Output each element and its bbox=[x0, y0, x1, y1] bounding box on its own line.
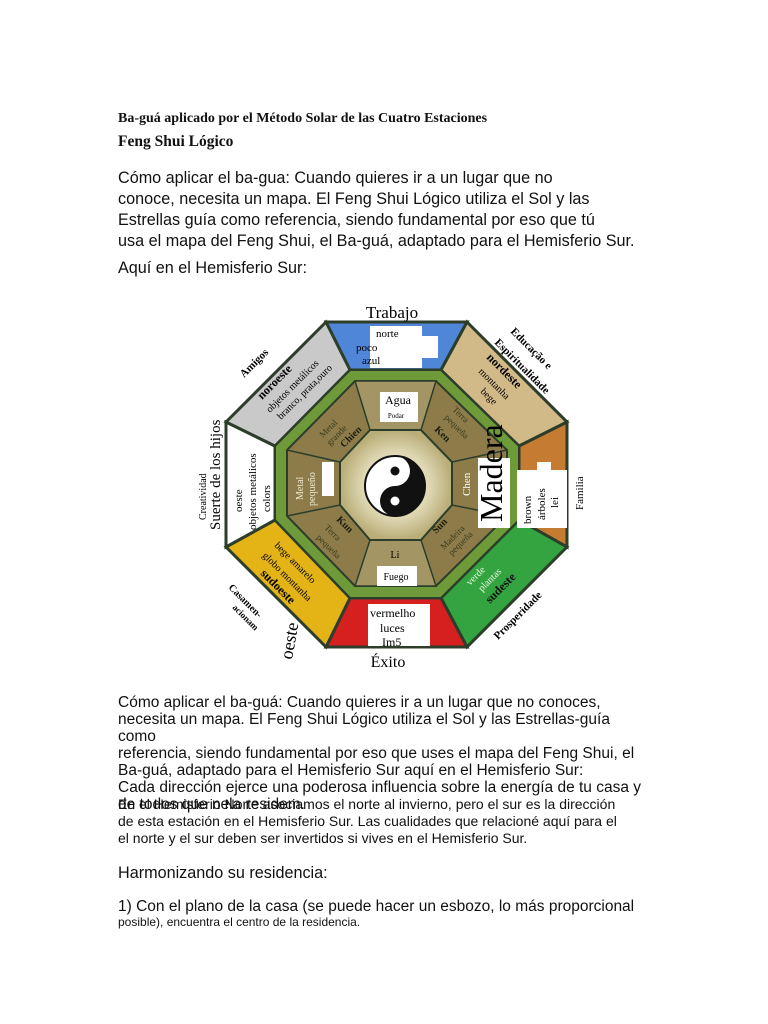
para-line: Cómo aplicar el ba-guá: Cuando quieres i… bbox=[118, 694, 601, 711]
label-exito: Éxito bbox=[371, 652, 406, 671]
svg-text:Li: Li bbox=[391, 550, 400, 561]
svg-text:Im5: Im5 bbox=[382, 635, 401, 649]
step-one-line: 1) Con el plano de la casa (se puede hac… bbox=[118, 898, 635, 915]
svg-text:azul: azul bbox=[362, 355, 380, 367]
yin-yang-icon bbox=[364, 455, 426, 517]
harmonizando-heading: Harmonizando su residencia: bbox=[118, 864, 328, 882]
label-fuego: Fuego bbox=[384, 572, 409, 583]
svg-text:norte: norte bbox=[376, 328, 399, 340]
southern-hemisphere-heading: Aquí en el Hemisferio Sur: bbox=[118, 259, 307, 277]
para-line: Cada dirección ejerce una poderosa influ… bbox=[118, 779, 642, 796]
svg-text:brown: brown bbox=[522, 495, 534, 524]
svg-text:Podar: Podar bbox=[388, 412, 405, 420]
svg-text:oeste: oeste bbox=[276, 621, 302, 661]
bagua-diagram: Trabajo Éxito norte poco azul vermelho l… bbox=[198, 303, 586, 671]
svg-text:árboles: árboles bbox=[536, 488, 548, 520]
south-label-box bbox=[368, 604, 430, 646]
intro-line: Cómo aplicar el ba-gua: Cuando quieres i… bbox=[118, 169, 553, 187]
label-suerte: Suerte de los hijos bbox=[208, 419, 224, 530]
east-label-box bbox=[517, 470, 567, 528]
para-line: Ba-guá, adaptado para el Hemisferio Sur … bbox=[118, 762, 584, 779]
intro-paragraph: Cómo aplicar el ba-gua: Cuando quieres i… bbox=[118, 168, 644, 252]
svg-text:lei: lei bbox=[549, 497, 561, 508]
para-line: referencia, siendo fundamental por eso q… bbox=[118, 745, 635, 762]
svg-text:pequeño: pequeño bbox=[307, 472, 318, 506]
para-line: el norte y el sur deben ser invertidos s… bbox=[118, 830, 528, 846]
paragraph-three: En el Hemisferio Norte asociamos el nort… bbox=[118, 796, 658, 847]
svg-text:Chen: Chen bbox=[461, 472, 473, 496]
label-trabajo: Trabajo bbox=[366, 303, 418, 322]
label-familia: Familia bbox=[574, 476, 586, 510]
svg-text:colors: colors bbox=[261, 485, 273, 512]
para-line: necesita un mapa. El Feng Shui Lógico ut… bbox=[118, 711, 610, 745]
document-subtitle: Feng Shui Lógico bbox=[118, 133, 234, 150]
para-line: de todos que nela residem. bbox=[118, 796, 305, 813]
label-agua: Agua bbox=[385, 393, 412, 407]
svg-text:Metal: Metal bbox=[295, 476, 306, 500]
svg-text:oeste: oeste bbox=[233, 489, 245, 512]
paragraph-two: Cómo aplicar el ba-guá: Cuando quieres i… bbox=[118, 694, 650, 813]
svg-text:objetos metálicos: objetos metálicos bbox=[247, 453, 259, 530]
para-line: de esta estación en el Hemisferio Sur. L… bbox=[118, 813, 617, 829]
label-creatividad: Creatividad bbox=[198, 473, 209, 520]
svg-text:poco: poco bbox=[356, 342, 378, 354]
step-one-continuation: posible), encuentra el centro de la resi… bbox=[118, 915, 361, 929]
svg-text:vermelho: vermelho bbox=[370, 606, 415, 620]
svg-text:luces: luces bbox=[380, 621, 405, 635]
intro-line: conoce, necesita un mapa. El Feng Shui L… bbox=[118, 190, 590, 208]
north-label-box bbox=[370, 326, 422, 368]
para-line: En el Hemisferio Norte asociamos el nort… bbox=[118, 796, 616, 812]
intro-line: usa el mapa del Feng Shui, el Ba-guá, ad… bbox=[118, 232, 635, 250]
document-title: Ba-guá aplicado por el Método Solar de l… bbox=[118, 111, 488, 126]
intro-line: Estrellas guía como referencia, siendo f… bbox=[118, 211, 595, 229]
label-amigos: Amigos bbox=[238, 346, 272, 380]
label-madera: Madera bbox=[473, 424, 509, 522]
